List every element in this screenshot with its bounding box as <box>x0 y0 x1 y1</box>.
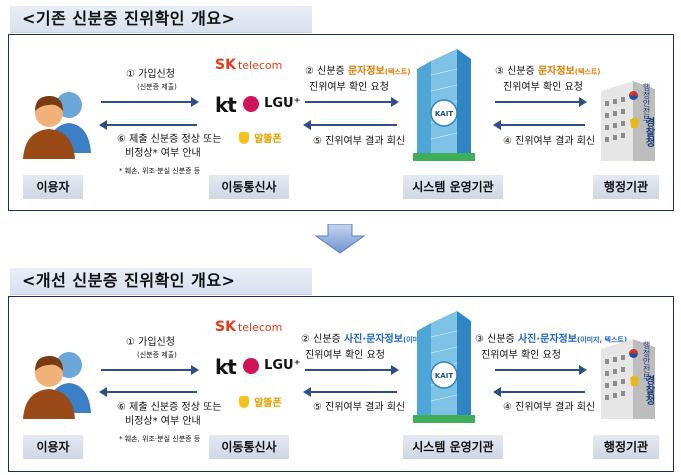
sk-tel: telecom <box>237 59 283 72</box>
step4-text: ④ 진위여부 결과 회신 <box>503 136 596 147</box>
user-icon <box>23 352 91 419</box>
user-icon <box>23 92 91 159</box>
step6-text-a: ⑥ 제출 신분증 정상 또는 <box>117 134 222 145</box>
altt-text: 알뜰폰 <box>254 134 282 145</box>
step1-text: ① 가입신청 <box>126 69 175 80</box>
arrow-system-to-gov <box>495 365 587 375</box>
step3-small: (텍스트) <box>574 68 601 76</box>
step2-highlight: 문자정보 <box>347 66 385 77</box>
sk-brand: SK <box>215 319 236 335</box>
arrow-system-to-carrier <box>303 120 397 130</box>
arrow-gov-to-system <box>493 387 585 397</box>
government-building-icon <box>601 339 655 419</box>
step1-sub: (신분증 제출) <box>137 351 177 359</box>
lgu-text: LGU⁺ <box>264 358 301 373</box>
step6-text-b: 비정상* 여부 안내 <box>125 416 201 427</box>
system-label: 시스템 운영기관 <box>403 435 503 459</box>
user-label: 이용자 <box>23 435 83 459</box>
top-panel: 이용자 ① 가입신청 (신분증 제출) ⑥ 제출 신분증 정상 또는 비정상* … <box>8 34 674 211</box>
system-label: 시스템 운영기관 <box>403 175 503 199</box>
gov-label: 행정기관 <box>593 435 659 459</box>
step2-small: (텍스트) <box>384 68 411 76</box>
arrow-user-to-carrier <box>101 97 199 107</box>
step4-text: ④ 진위여부 결과 회신 <box>503 402 596 413</box>
ministry-text: 행정안전부 <box>642 341 651 381</box>
lgu-circle-icon <box>243 357 259 374</box>
step3-text-b: 진위여부 확인 요청 <box>481 350 561 361</box>
arrow-system-to-carrier <box>303 387 397 397</box>
kait-text: KAIT <box>435 372 453 380</box>
step6-text-b: 비정상* 여부 안내 <box>125 148 201 159</box>
arrow-carrier-to-system <box>305 97 399 107</box>
altt-icon <box>239 395 249 408</box>
lgu-circle-icon <box>243 95 259 112</box>
kait-building-icon: KAIT <box>413 49 475 161</box>
police-text: 경찰청 <box>643 375 654 405</box>
police-text: 경찰청 <box>643 117 654 147</box>
kt-logo: kt <box>215 93 237 117</box>
korea-emblem-icon <box>629 349 638 358</box>
step3-text-a: ③ 신분증 문자정보(텍스트) <box>495 65 600 79</box>
ministry-emblem <box>629 85 638 104</box>
ministry-emblem <box>629 343 638 362</box>
step5-text: ⑤ 진위여부 결과 회신 <box>313 402 406 413</box>
arrow-carrier-to-system <box>305 365 399 375</box>
ministry-text: 행정안전부 <box>642 83 651 123</box>
step3-highlight: 사진·문자정보 <box>517 334 577 345</box>
step3-highlight: 문자정보 <box>537 66 575 77</box>
step3-small: (이미지, 텍스트) <box>576 336 628 344</box>
transition-down-arrow-icon <box>314 224 366 254</box>
arrow-user-to-carrier <box>101 365 199 375</box>
arrow-carrier-to-user <box>99 120 197 130</box>
step2-prefix: ② 신분증 <box>305 66 348 77</box>
top-section-title: <기존 신분증 진위확인 개요> <box>10 6 312 33</box>
arrow-carrier-to-user <box>99 387 197 397</box>
step6-text-a: ⑥ 제출 신분증 정상 또는 <box>117 402 222 413</box>
step3-prefix: ③ 신분증 <box>475 334 518 345</box>
arrow-system-to-gov <box>495 97 587 107</box>
bottom-panel: 이용자 ① 가입신청 (신분증 제출) ⑥ 제출 신분증 정상 또는 비정상* … <box>8 296 674 472</box>
sk-tel: telecom <box>237 321 283 334</box>
sk-brand: SK <box>215 57 236 73</box>
altt-text: 알뜰폰 <box>254 398 282 409</box>
step5-text: ⑤ 진위여부 결과 회신 <box>313 136 406 147</box>
carrier-label: 이동통신사 <box>209 175 289 199</box>
police-badge-icon <box>630 117 639 128</box>
altt-icon <box>239 131 249 144</box>
lgu-logo: LGU⁺ <box>243 355 300 374</box>
kt-logo: kt <box>215 355 237 379</box>
step2-text-b: 진위여부 확인 요청 <box>305 350 385 361</box>
kait-text: KAIT <box>435 110 453 118</box>
user-label: 이용자 <box>23 175 83 199</box>
police-badge-icon <box>630 375 639 386</box>
step6-note: * 훼손, 위조·분실 신분증 등 <box>119 435 201 443</box>
step2-text-a: ② 신분증 문자정보(텍스트) <box>305 65 410 79</box>
step3-text-b: 진위여부 확인 요청 <box>503 82 583 93</box>
step1-sub: (신분증 제출) <box>137 83 177 91</box>
gov-label: 행정기관 <box>593 175 659 199</box>
step2-text-b: 진위여부 확인 요청 <box>309 82 389 93</box>
carrier-label: 이동통신사 <box>209 435 289 459</box>
step3-text-a: ③ 신분증 사진·문자정보(이미지, 텍스트) <box>475 333 627 347</box>
lgu-logo: LGU⁺ <box>243 93 300 112</box>
lgu-text: LGU⁺ <box>264 96 301 111</box>
government-building-icon <box>601 81 655 161</box>
step6-note: * 훼손, 위조·분실 신분증 등 <box>119 167 201 175</box>
altt-logo: 알뜰폰 <box>239 127 282 146</box>
step2-highlight: 사진·문자정보 <box>343 334 403 345</box>
step3-prefix: ③ 신분증 <box>495 66 538 77</box>
bottom-section-title: <개선 신분증 진위확인 개요> <box>10 268 312 295</box>
altt-logo: 알뜰폰 <box>239 391 282 410</box>
korea-emblem-icon <box>629 91 638 100</box>
kait-building-icon: KAIT <box>413 311 475 423</box>
step2-prefix: ② 신분증 <box>301 334 344 345</box>
step1-text: ① 가입신청 <box>126 337 175 348</box>
arrow-gov-to-system <box>493 120 585 130</box>
